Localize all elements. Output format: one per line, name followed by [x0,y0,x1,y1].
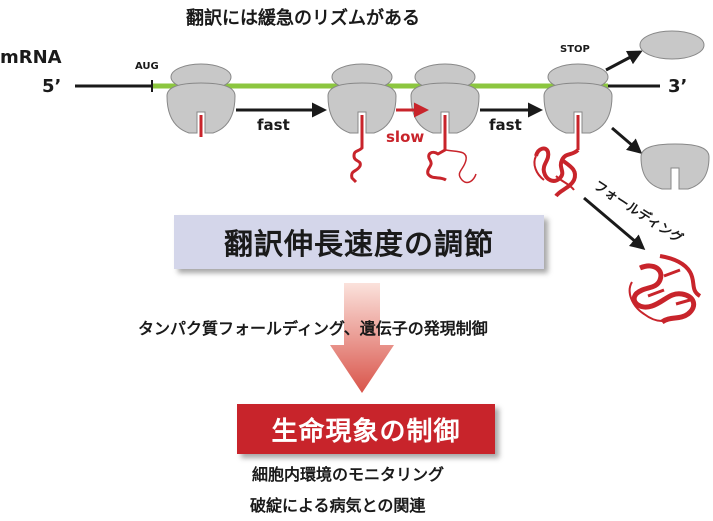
released-small-subunit [639,30,705,60]
outcome-item-2: 破綻による病気との関連 [250,496,426,515]
outcome-item-1: 細胞内環境のモニタリング [252,465,445,484]
three-prime-label: 3’ [668,76,688,97]
ribosome-4 [543,63,613,150]
outcome-box: 生命現象の制御 [237,404,495,454]
concept-box: 翻訳伸長速度の調節 [174,215,544,269]
concept-subtitle: タンパク質フォールディング、遺伝子の発現制御 [138,319,488,338]
diagram-title: 翻訳には緩急のリズムがある [186,8,420,29]
mrna-label: mRNA [0,47,62,68]
ribosome-3 [410,63,480,184]
folded-protein [628,254,702,325]
speed-label-fast-2: fast [489,116,522,134]
released-large-subunit [640,143,710,190]
speed-label-slow: slow [386,128,425,146]
arrow-to-small-subunit [605,50,643,72]
start-codon-label: AUG [135,61,159,72]
ribosome-1 [166,63,236,137]
nascent-protein-partial [533,146,580,198]
ribosome-2 [327,63,397,184]
outcome-box-label: 生命現象の制御 [271,416,461,447]
arrow-to-large-subunit [611,126,643,154]
big-down-arrow [330,283,394,393]
concept-box-label: 翻訳伸長速度の調節 [223,227,494,261]
stop-codon-label: STOP [560,44,590,55]
arrow-folding [583,196,646,250]
speed-label-fast-1: fast [257,116,290,134]
five-prime-label: 5’ [42,76,62,97]
